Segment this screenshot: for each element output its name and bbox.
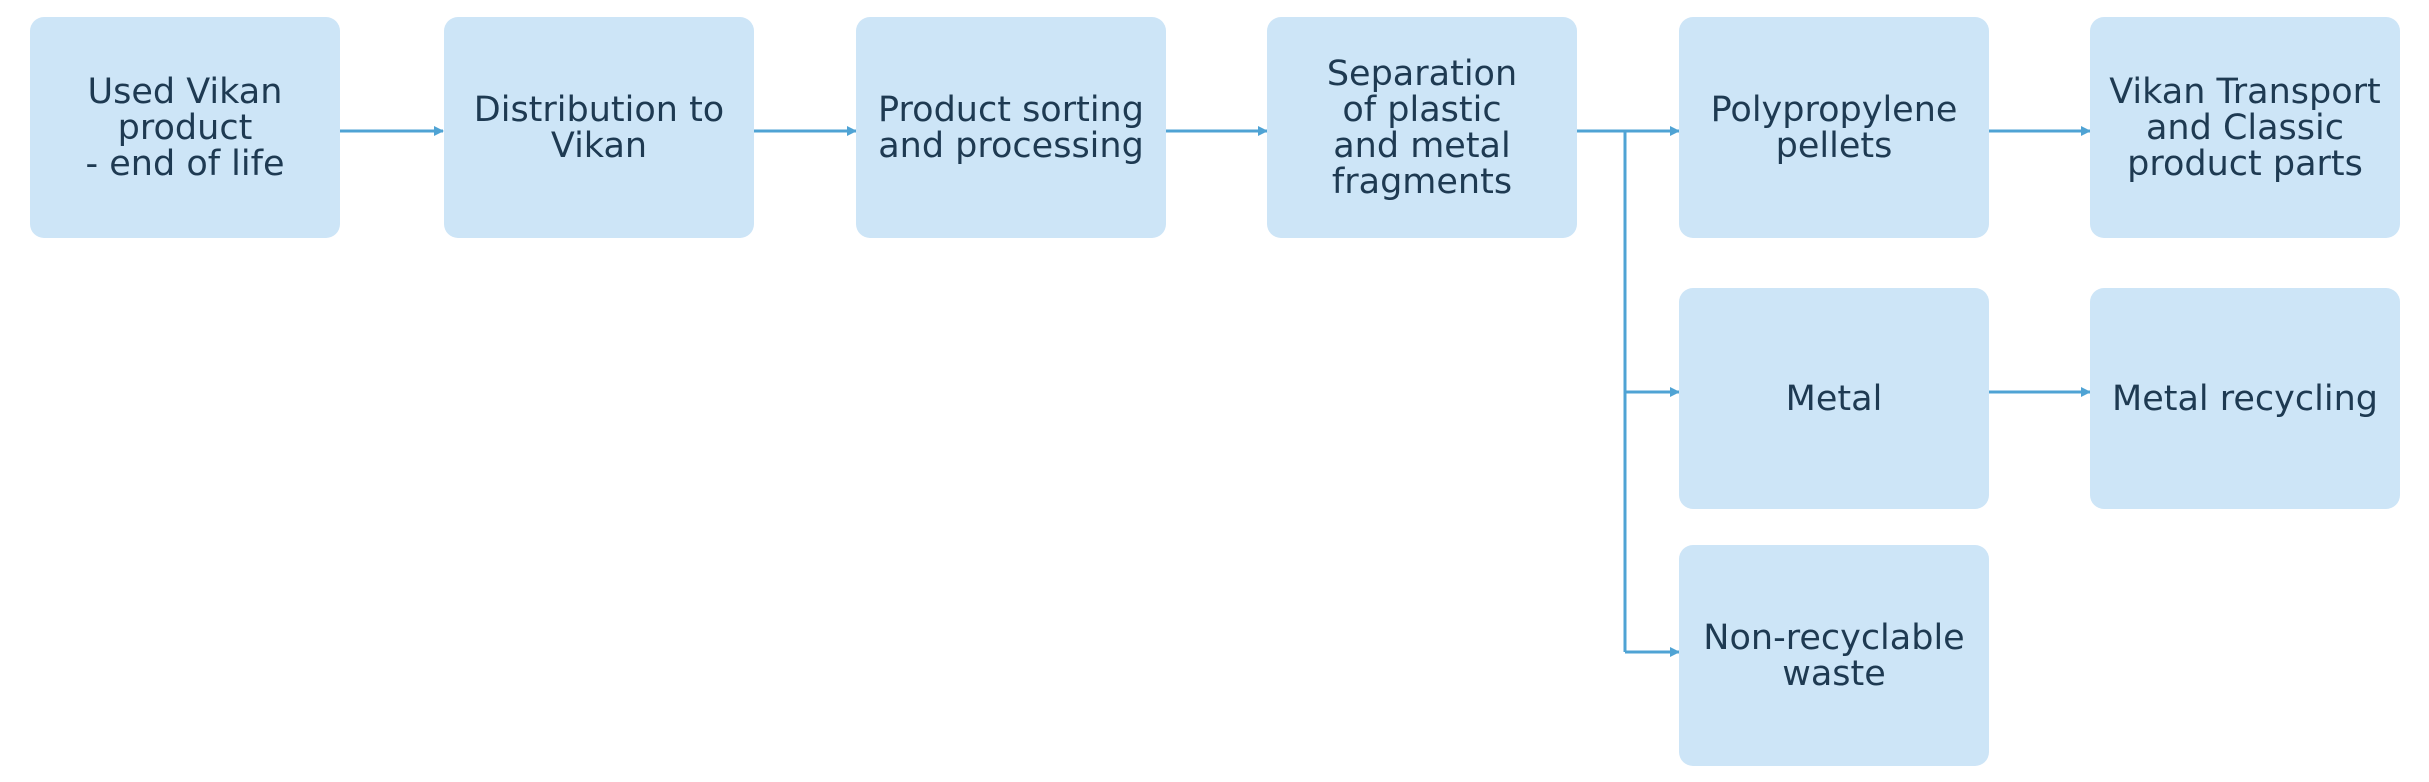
node-polypropylene-pellets: Polypropylene pellets bbox=[1679, 17, 1989, 238]
node-metal-recycling: Metal recycling bbox=[2090, 288, 2400, 509]
node-separation: Separation of plastic and metal fragment… bbox=[1267, 17, 1577, 238]
node-product-parts: Vikan Transport and Classic product part… bbox=[2090, 17, 2400, 238]
node-metal: Metal bbox=[1679, 288, 1989, 509]
node-non-recyclable-waste: Non-recyclable waste bbox=[1679, 545, 1989, 766]
node-distribution-label: Distribution to Vikan bbox=[473, 89, 725, 166]
node-used-product: Used Vikan product - end of life bbox=[30, 17, 340, 238]
node-sorting: Product sorting and processing bbox=[856, 17, 1166, 238]
node-product-parts-label: Vikan Transport and Classic product part… bbox=[2109, 71, 2381, 184]
node-sorting-label: Product sorting and processing bbox=[878, 89, 1144, 166]
node-distribution: Distribution to Vikan bbox=[444, 17, 754, 238]
node-used-product-label: Used Vikan product - end of life bbox=[85, 71, 285, 184]
node-polypropylene-pellets-label: Polypropylene pellets bbox=[1710, 89, 1958, 166]
node-metal-label: Metal bbox=[1785, 378, 1883, 419]
node-metal-recycling-label: Metal recycling bbox=[2112, 378, 2378, 419]
node-non-recyclable-waste-label: Non-recyclable waste bbox=[1703, 617, 1965, 694]
node-separation-label: Separation of plastic and metal fragment… bbox=[1326, 53, 1518, 202]
